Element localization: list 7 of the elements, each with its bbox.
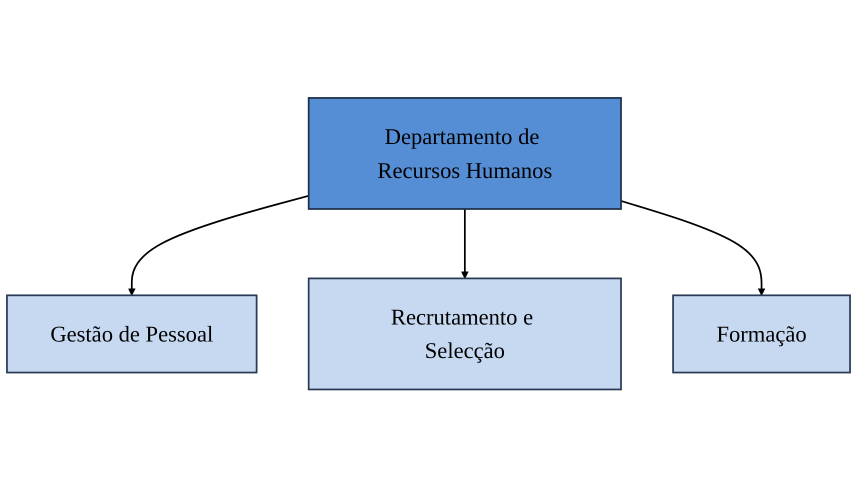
node-box: Departamento de Recursos Humanos — [308, 96, 622, 210]
arrow — [620, 200, 766, 296]
node-box: Gestão de Pessoal — [6, 294, 258, 374]
node-box: Formação — [672, 294, 851, 374]
node-box: Recrutamento e Selecção — [308, 277, 622, 390]
arrow — [128, 194, 309, 296]
arrow — [461, 208, 469, 279]
